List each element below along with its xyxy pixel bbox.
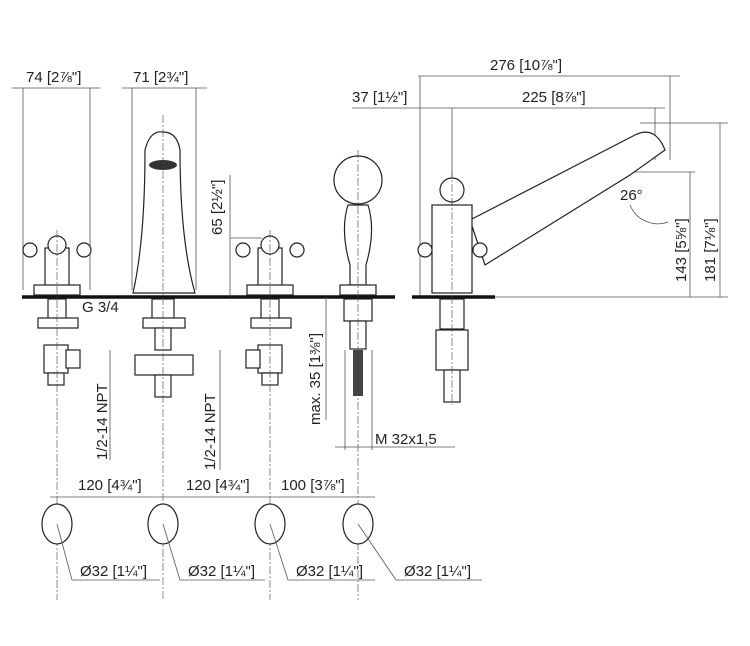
hole-layout	[41, 350, 482, 581]
dim-spacing-3: 100 [3⅞"]	[281, 477, 345, 494]
dimension-lines	[12, 75, 728, 298]
dim-spacing-1: 120 [4¾"]	[78, 477, 142, 494]
dim-valve-height: 65 [2½"]	[209, 180, 226, 235]
hole-diameter-1: Ø32 [1¼"]	[80, 563, 147, 580]
dim-overall-length: 276 [10⅞"]	[490, 57, 562, 74]
diverter-spout	[417, 131, 666, 405]
dim-total-height: 181 [7⅛"]	[702, 218, 719, 282]
dim-angle: 26°	[620, 187, 643, 204]
left-valve	[22, 230, 92, 600]
dim-max-deck: max. 35 [1⅜"]	[307, 333, 324, 425]
dim-handle-width: 74 [2⅞"]	[26, 69, 81, 86]
dim-reach: 225 [8⅞"]	[522, 89, 586, 106]
hole-diameter-2: Ø32 [1¼"]	[188, 563, 255, 580]
dim-metric-thread: M 32x1,5	[375, 431, 437, 448]
dim-spacing-2: 120 [4¾"]	[186, 477, 250, 494]
dim-thread: G 3/4	[82, 299, 119, 316]
spout	[132, 115, 196, 600]
dim-npt-left: 1/2-14 NPT	[94, 383, 111, 460]
hole-diameter-4: Ø32 [1¼"]	[404, 563, 471, 580]
dim-spout-width: 71 [2¾"]	[133, 69, 188, 86]
dim-npt-right: 1/2-14 NPT	[202, 393, 219, 470]
dim-offset: 37 [1½"]	[352, 89, 407, 106]
dim-outlet-height: 143 [5⅝"]	[673, 218, 690, 282]
hand-shower	[325, 150, 455, 600]
hole-diameter-3: Ø32 [1¼"]	[296, 563, 363, 580]
right-valve	[235, 230, 305, 600]
